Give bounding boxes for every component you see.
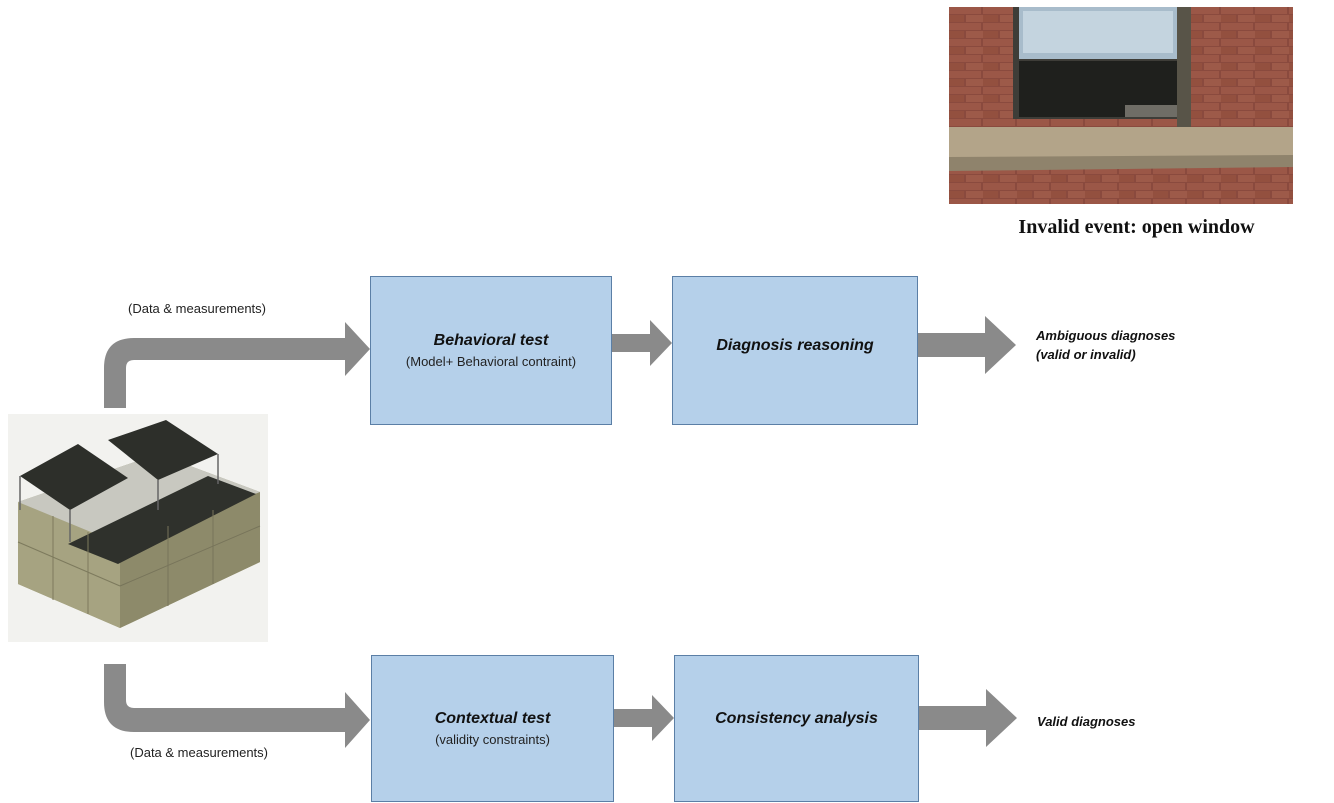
top-input-arrow [104, 322, 370, 408]
top-mid-arrow [612, 320, 672, 366]
top-output-text: Ambiguous diagnoses (valid or invalid) [1036, 326, 1175, 364]
bottom-mid-arrow [614, 695, 674, 741]
bottom-output-text: Valid diagnoses [1037, 714, 1136, 729]
contextual-test-title: Contextual test [434, 710, 551, 727]
contextual-test-subtitle: (validity constraints) [435, 732, 550, 747]
consistency-analysis-title: Consistency analysis [715, 709, 878, 727]
diagnosis-reasoning-title: Diagnosis reasoning [716, 337, 874, 354]
diagnosis-reasoning-box: Diagnosis reasoning [672, 276, 918, 425]
photo-caption: Invalid event: open window [1018, 216, 1255, 238]
top-output-arrow [918, 316, 1016, 374]
top-output-line1: Ambiguous diagnoses [1036, 328, 1176, 343]
consistency-analysis-box: Consistency analysis [674, 655, 919, 802]
bottom-input-label: (Data & measurements) [130, 745, 268, 760]
bottom-output-arrow [919, 689, 1017, 747]
open-window-photo [949, 7, 1293, 204]
contextual-test-box: Contextual test (validity constraints) [371, 655, 614, 802]
building-3d-model [8, 414, 268, 642]
bottom-input-arrow [104, 664, 370, 748]
behavioral-test-title: Behavioral test [433, 332, 549, 349]
behavioral-test-box: Behavioral test (Model+ Behavioral contr… [370, 276, 612, 425]
behavioral-test-subtitle: (Model+ Behavioral contraint) [405, 354, 577, 369]
top-input-label: (Data & measurements) [128, 301, 266, 316]
top-output-line2: (valid or invalid) [1036, 347, 1136, 362]
